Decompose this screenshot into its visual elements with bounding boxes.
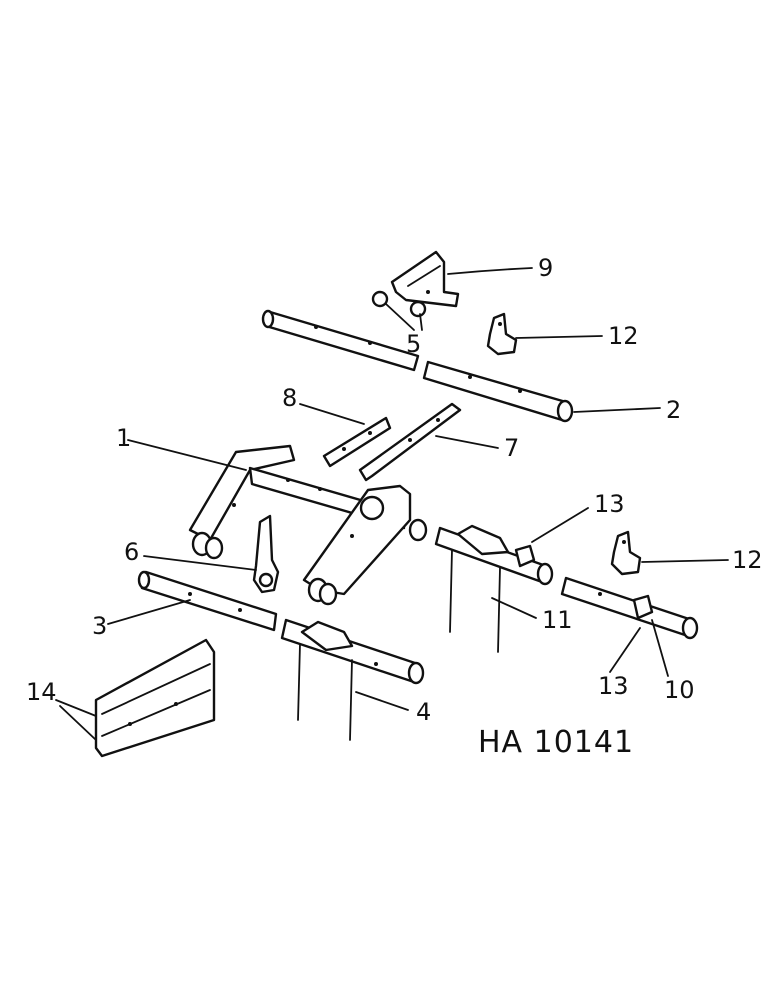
part-7-link (358, 402, 462, 482)
part-9-bracket (390, 250, 460, 308)
callout-8: 8 (282, 384, 297, 412)
part-6-arm (252, 514, 280, 594)
leader-lines (55, 267, 729, 741)
part-3-shaft (137, 570, 278, 632)
callout-2: 2 (666, 396, 681, 424)
callout-13-lower: 13 (598, 672, 629, 700)
part-14-channel-plate (94, 638, 216, 758)
part-1-main-frame (188, 444, 428, 606)
callout-12-lower: 12 (732, 546, 763, 574)
callout-9: 9 (538, 254, 553, 282)
callout-7: 7 (504, 434, 519, 462)
part-12-clamp-upper (486, 312, 518, 356)
callout-14: 14 (26, 678, 57, 706)
callout-11: 11 (542, 606, 573, 634)
part-8-link (322, 416, 392, 468)
part-12-clamp-lower (610, 530, 642, 576)
part-4-shaft (280, 618, 425, 741)
callout-3: 3 (92, 612, 107, 640)
part-5-bushings (371, 290, 427, 318)
callout-6: 6 (124, 538, 139, 566)
callout-1: 1 (116, 424, 131, 452)
callout-10: 10 (664, 676, 695, 704)
callout-5: 5 (406, 330, 421, 358)
callout-12-upper: 12 (608, 322, 639, 350)
callout-4: 4 (416, 698, 431, 726)
callout-13-upper: 13 (594, 490, 625, 518)
part-2-shaft (261, 309, 574, 423)
part-11-shaft (434, 524, 554, 653)
part-10-shaft (560, 576, 699, 640)
callout-labels: 9 5 12 2 8 7 1 13 12 6 11 3 13 10 14 4 H… (26, 254, 763, 760)
diagram-reference-code: HA 10141 (478, 725, 634, 760)
